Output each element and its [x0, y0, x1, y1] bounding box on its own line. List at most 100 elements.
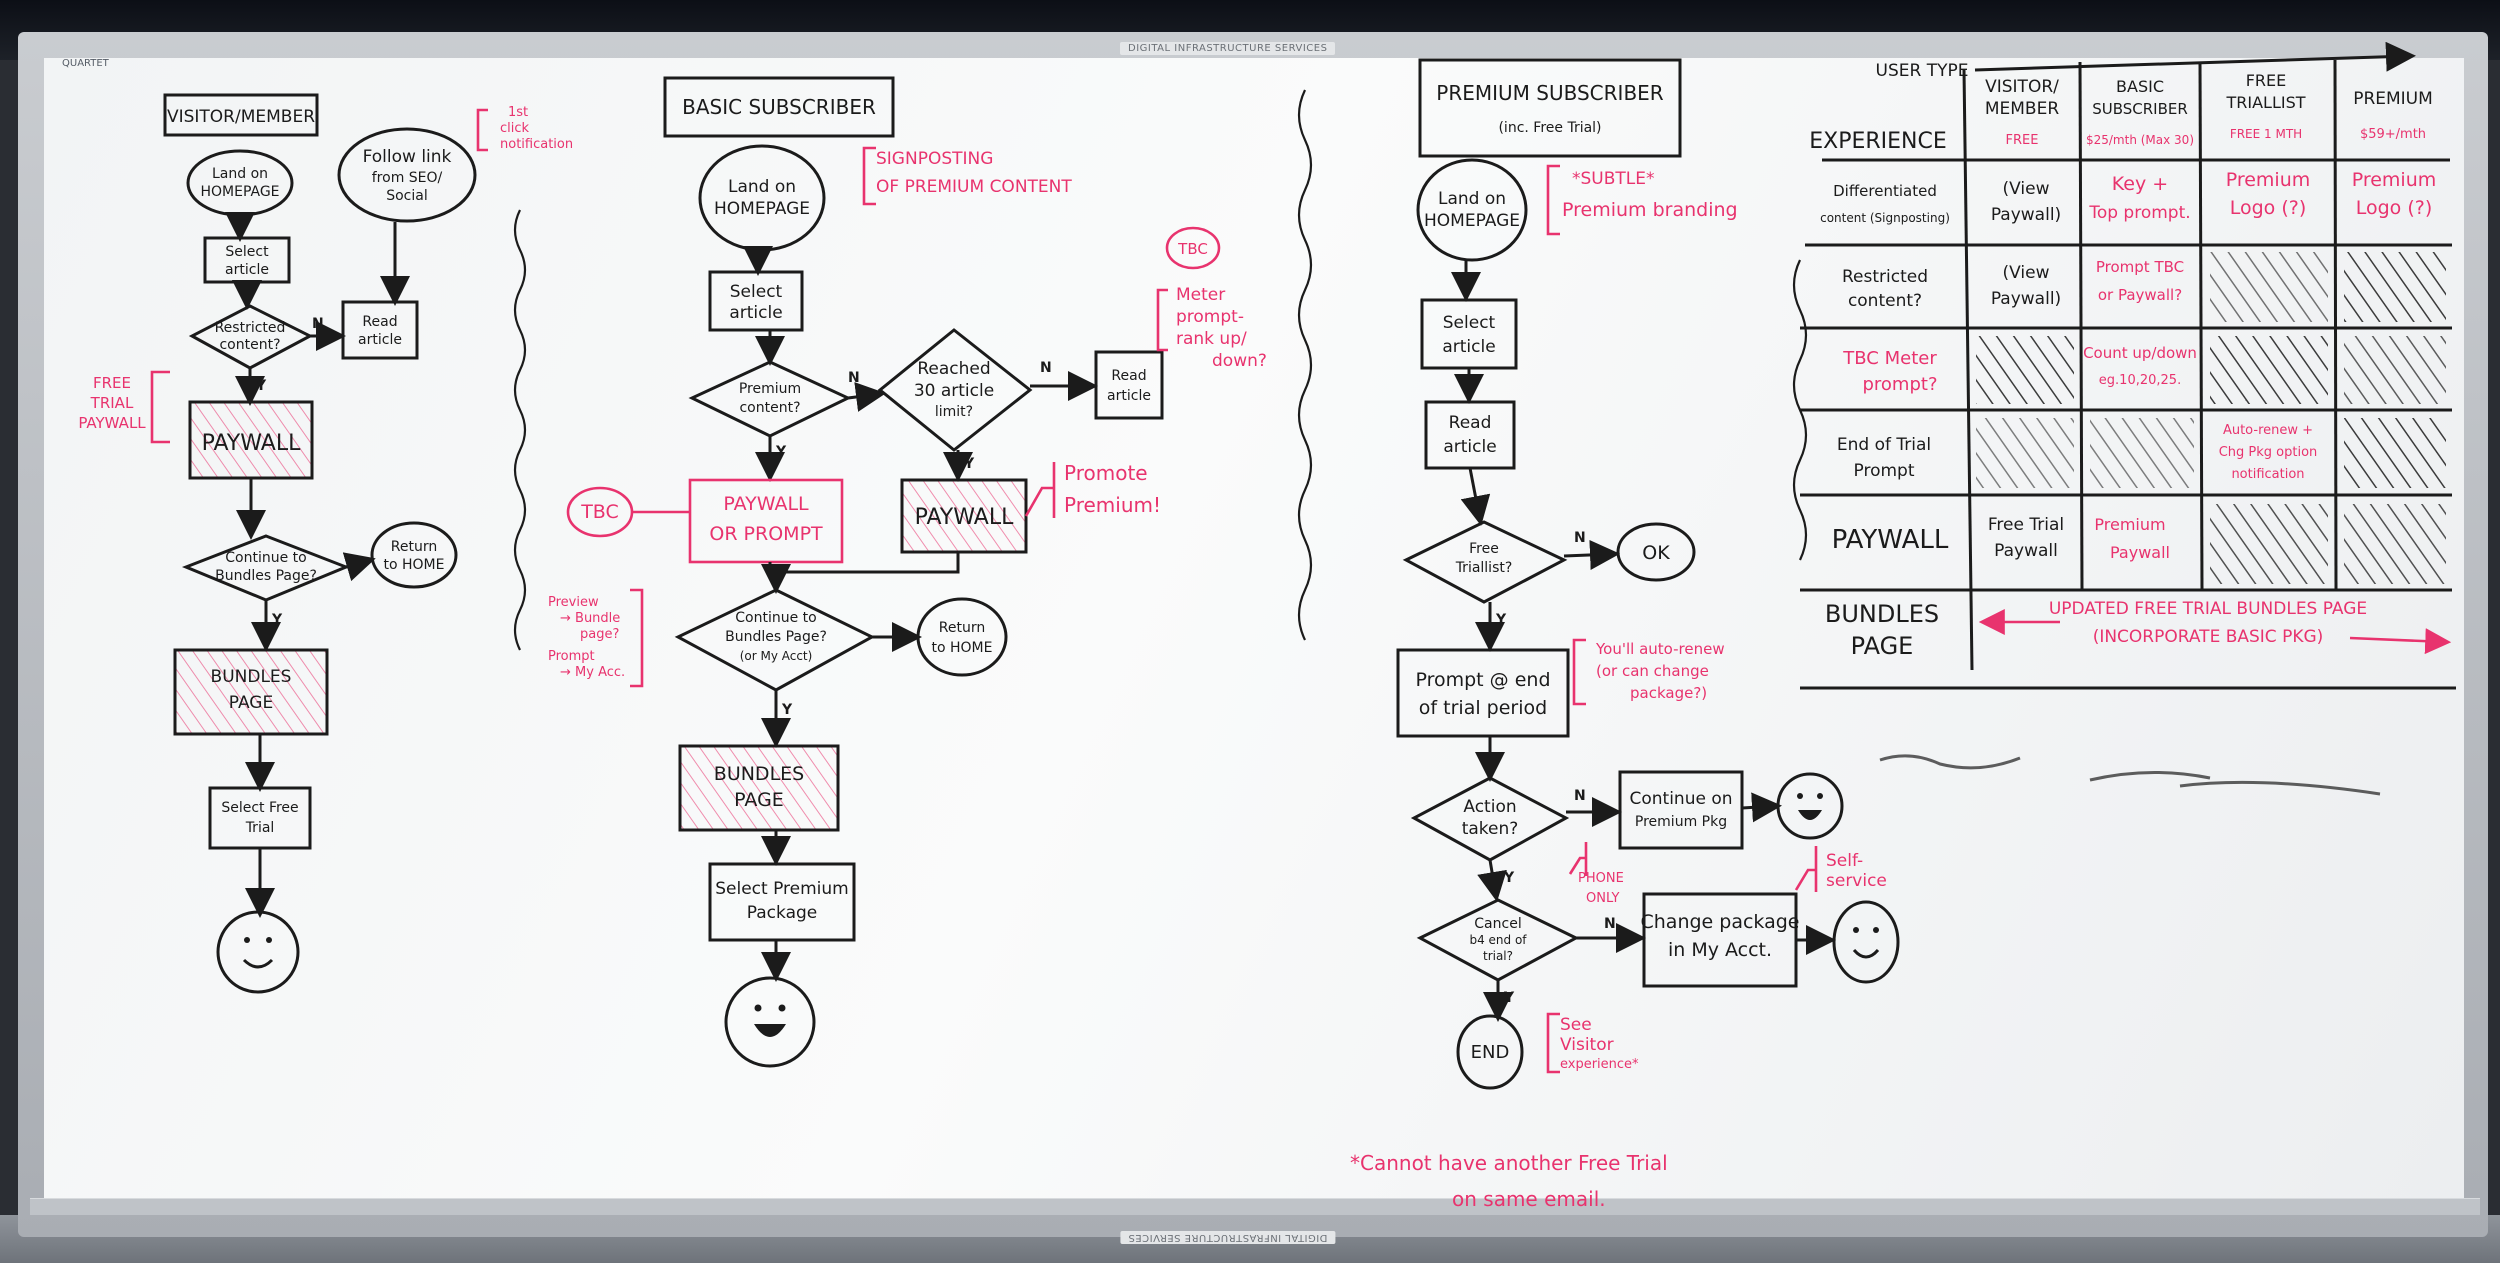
premium-cancel-line1: Cancel	[1474, 916, 1521, 932]
cell-3-0-hatch	[1976, 418, 2074, 488]
divider-line-1	[513, 209, 527, 651]
premium-flow: PREMIUM SUBSCRIBER (inc. Free Trial) Lan…	[1350, 58, 1900, 1211]
basic-select-article	[708, 270, 804, 332]
basic-premium-line1: Premium	[739, 381, 801, 397]
basic-continue-line3: (or My Acct)	[740, 649, 813, 663]
visitor-note-3: notification	[500, 137, 573, 152]
row-restricted-1: Restricted	[1842, 267, 1928, 287]
premium-subtle-bracket	[1546, 164, 1560, 236]
row-bundles-span-2: (INCORPORATE BASIC PKG)	[2093, 627, 2324, 647]
whiteboard-surface	[44, 58, 2464, 1208]
basic-yes-label-3: Y	[781, 702, 793, 718]
basic-side-bracket	[630, 588, 644, 688]
row-bundles-2: PAGE	[1851, 632, 1914, 660]
cell-0-1-a: Key +	[2112, 173, 2168, 195]
divider-line-2	[1297, 89, 1313, 641]
basic-land-line2: HOMEPAGE	[714, 199, 810, 219]
col-trial-2: TRIALLIST	[2225, 93, 2305, 112]
basic-promote-bracket	[1024, 462, 1056, 518]
premium-see-1: See	[1560, 1015, 1592, 1035]
col-premium-price: $59+/mth	[2360, 127, 2426, 142]
premium-cancel-line2: b4 end of	[1469, 933, 1527, 947]
basic-limit-line2: 30 article	[914, 381, 994, 401]
visitor-read-line1: Read	[362, 314, 397, 330]
marker-tray	[30, 1198, 2480, 1215]
premium-no-label-3: N	[1604, 916, 1616, 932]
premium-yes-label-1: Y	[1495, 612, 1507, 628]
visitor-follow-line2: from SEO/	[372, 170, 443, 186]
cell-4-2-hatch	[2210, 504, 2328, 584]
visitor-paywall-label: PAYWALL	[202, 431, 301, 456]
premium-read-line1: Read	[1449, 413, 1492, 433]
premium-footnote-2: on same email.	[1452, 1187, 1606, 1211]
cell-0-2-a: Premium	[2226, 169, 2311, 191]
col-trial-1: FREE	[2246, 71, 2287, 90]
premium-select-line2: article	[1442, 337, 1495, 357]
premium-select-line1: Select	[1443, 313, 1496, 333]
frame-label-top: DIGITAL INFRASTRUCTURE SERVICES	[1120, 42, 1336, 55]
premium-phone-1: PHONE	[1578, 871, 1624, 886]
basic-premium-content-decision	[688, 360, 852, 438]
premium-change-line2: in My Acct.	[1668, 939, 1772, 961]
basic-title: BASIC SUBSCRIBER	[682, 95, 876, 119]
premium-see-bracket	[1546, 1012, 1560, 1074]
basic-continue-line2: Bundles Page?	[725, 629, 827, 645]
visitor-return-line2: to HOME	[384, 557, 445, 573]
cell-2-1-b: eg.10,20,25.	[2099, 373, 2181, 388]
basic-land-homepage	[698, 144, 826, 252]
visitor-read-line2: article	[358, 332, 402, 348]
premium-no-label-2: N	[1574, 788, 1586, 804]
row-endtrial-1: End of Trial	[1837, 435, 1931, 455]
col-basic-2: SUBSCRIBER	[2092, 100, 2188, 118]
cell-2-1-a: Count up/down	[2083, 344, 2197, 362]
basic-read-line1: Read	[1111, 368, 1146, 384]
cell-2-0-hatch	[1976, 336, 2074, 404]
visitor-land-homepage	[186, 149, 294, 217]
premium-footnote-1: *Cannot have another Free Trial	[1350, 1151, 1668, 1175]
basic-return-home	[916, 597, 1008, 677]
premium-subtle-2: Premium branding	[1562, 199, 1738, 221]
premium-action-line2: taken?	[1462, 819, 1519, 839]
basic-meter-1: Meter	[1176, 285, 1225, 305]
visitor-bundles-line2: PAGE	[229, 693, 273, 713]
basic-limit-line1: Reached	[917, 359, 990, 379]
basic-meter-4: down?	[1212, 351, 1267, 371]
premium-smiley-2	[1832, 900, 1900, 984]
visitor-select-line1: Select	[225, 244, 269, 260]
cell-1-1-b: or Paywall?	[2098, 286, 2182, 304]
visitor-title: VISITOR/MEMBER	[167, 107, 315, 127]
experience-matrix: USER TYPE EXPERIENCE VISITOR/ MEMBER FRE…	[1800, 41, 2456, 796]
basic-read-article	[1094, 350, 1164, 420]
row-meter-1: TBC Meter	[1842, 348, 1937, 369]
premium-change-line1: Change package	[1641, 911, 1800, 933]
basic-no-label-1: N	[848, 370, 860, 386]
visitor-follow-line1: Follow link	[363, 147, 452, 167]
basic-signpost-2: OF PREMIUM CONTENT	[876, 177, 1072, 197]
premium-renew-2: (or can change	[1596, 662, 1709, 680]
col-basic-1: BASIC	[2116, 77, 2164, 96]
cell-3-2-a: Auto-renew +	[2223, 423, 2313, 438]
premium-prompt-line2: of trial period	[1419, 697, 1547, 719]
visitor-note-1: 1st	[508, 105, 528, 120]
premium-see-2: Visitor	[1560, 1035, 1614, 1055]
col-premium-1: PREMIUM	[2353, 89, 2433, 109]
premium-end-text: END	[1471, 1042, 1510, 1063]
visitor-yes-label: Y	[255, 378, 267, 394]
cell-1-0-a: (View	[2003, 263, 2050, 283]
basic-read-line2: article	[1107, 388, 1151, 404]
premium-ft-line1: Free	[1469, 541, 1499, 557]
visitor-note-2: click	[500, 121, 530, 136]
cell-3-3-hatch	[2344, 418, 2446, 488]
basic-select-premium	[708, 862, 856, 942]
premium-phone-2: ONLY	[1586, 891, 1619, 906]
cell-4-0-b: Paywall	[1994, 541, 2058, 561]
row-paywall: PAYWALL	[1832, 525, 1949, 555]
visitor-restricted-line2: content?	[219, 337, 280, 353]
visitor-read-article	[341, 300, 419, 360]
basic-limit-line3: limit?	[935, 404, 973, 420]
basic-side-1: Preview	[548, 595, 599, 610]
premium-ok	[1616, 522, 1696, 582]
basic-smiley	[724, 976, 816, 1068]
row-diff-2: content (Signposting)	[1820, 211, 1950, 225]
premium-ft-line2: Triallist?	[1455, 560, 1513, 576]
